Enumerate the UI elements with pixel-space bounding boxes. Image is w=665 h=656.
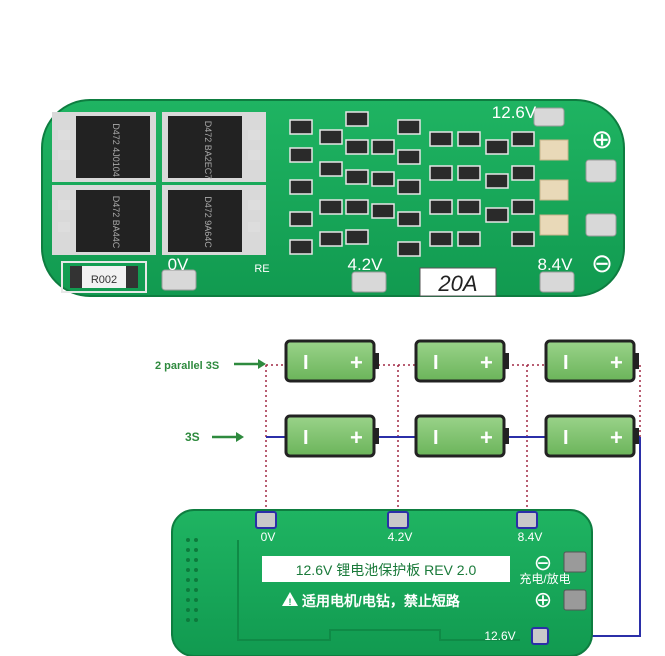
mosfet-array: D472 4J0104 D472 BA2EC7 D472 BA44C D472 … xyxy=(52,112,266,255)
smd-components xyxy=(289,111,535,257)
via-holes xyxy=(186,538,198,622)
battery-plus-label: + xyxy=(610,350,623,375)
board-title: 12.6V 锂电池保护板 REV 2.0 xyxy=(296,562,477,578)
warning-icon: ! xyxy=(282,592,298,607)
top-label-re: RE xyxy=(254,263,269,275)
capacitors xyxy=(539,139,569,236)
battery-1-2: I + xyxy=(414,339,509,383)
battery-minus-label: I xyxy=(563,352,569,374)
mosfet-chip-4 xyxy=(168,190,242,252)
solder-pads-top xyxy=(161,107,617,293)
mosfet-chip-2 xyxy=(168,116,242,178)
bottom-label-12v6: 12.6V xyxy=(484,629,515,643)
svg-text:!: ! xyxy=(289,597,292,607)
battery-2-2: I + xyxy=(414,414,509,458)
board-warning: 适用电机/电钻，禁止短路 xyxy=(302,593,461,609)
bottom-label-0v: 0V xyxy=(261,530,276,544)
charge-discharge-label: 充电/放电 xyxy=(519,571,570,586)
battery-plus-label: + xyxy=(350,425,363,450)
battery-minus-label: I xyxy=(563,427,569,449)
battery-minus-label: I xyxy=(303,427,309,449)
mosfet-chip-1 xyxy=(76,116,150,178)
top-label-8v4: 8.4V xyxy=(538,255,574,274)
mosfet-2-code: D472 BA2EC7 xyxy=(203,121,213,180)
side-pads xyxy=(563,551,587,611)
battery-plus-label: + xyxy=(350,350,363,375)
battery-minus-label: I xyxy=(303,352,309,374)
battery-1-1: I + xyxy=(284,339,379,383)
bottom-label-8v4: 8.4V xyxy=(518,530,543,544)
battery-plus-label: + xyxy=(480,425,493,450)
battery-minus-label: I xyxy=(433,427,439,449)
top-pcb-board: D472 4J0104 D472 BA2EC7 D472 BA44C D472 … xyxy=(41,99,625,297)
top-minus-icon: ⊖ xyxy=(591,248,613,278)
mosfet-chip-3 xyxy=(76,190,150,252)
battery-plus-label: + xyxy=(480,350,493,375)
battery-minus-label: I xyxy=(433,352,439,374)
battery-row-bottom: I + I + I + xyxy=(284,414,639,458)
shunt-resistor: R002 xyxy=(61,261,147,293)
solder-pads-bottom xyxy=(255,511,549,645)
mosfet-4-code: D472 9A64C xyxy=(203,196,213,248)
battery-2-1: I + xyxy=(284,414,379,458)
battery-plus-label: + xyxy=(610,425,623,450)
label-parallel: 2 parallel 3S xyxy=(155,360,219,372)
bottom-label-4v2: 4.2V xyxy=(388,530,413,544)
top-label-12v6: 12.6V xyxy=(492,103,537,122)
battery-row-top: I + I + I + xyxy=(284,339,639,383)
arrow-3s xyxy=(212,432,244,442)
arrow-parallel xyxy=(234,359,266,369)
bottom-plus-icon: ⊕ xyxy=(534,587,552,612)
top-plus-icon: ⊕ xyxy=(591,124,613,154)
battery-2-3: I + xyxy=(544,414,639,458)
board-title-box xyxy=(262,556,510,582)
mosfet-3-code: D472 BA44C xyxy=(111,196,121,249)
top-label-0v: 0V xyxy=(168,255,189,274)
label-3s: 3S xyxy=(185,430,200,444)
mosfet-1-code: D472 4J0104 xyxy=(111,123,121,177)
battery-1-3: I + xyxy=(544,339,639,383)
bottom-pcb-board: 0V 4.2V 8.4V 12.6V 12.6V 锂电池保护板 REV 2.0 … xyxy=(171,509,593,656)
current-rating-box xyxy=(419,267,497,297)
current-rating-label: 20A xyxy=(437,271,477,296)
shunt-label: R002 xyxy=(91,274,117,286)
bottom-minus-icon: ⊖ xyxy=(534,550,552,575)
top-label-4v2: 4.2V xyxy=(348,255,384,274)
